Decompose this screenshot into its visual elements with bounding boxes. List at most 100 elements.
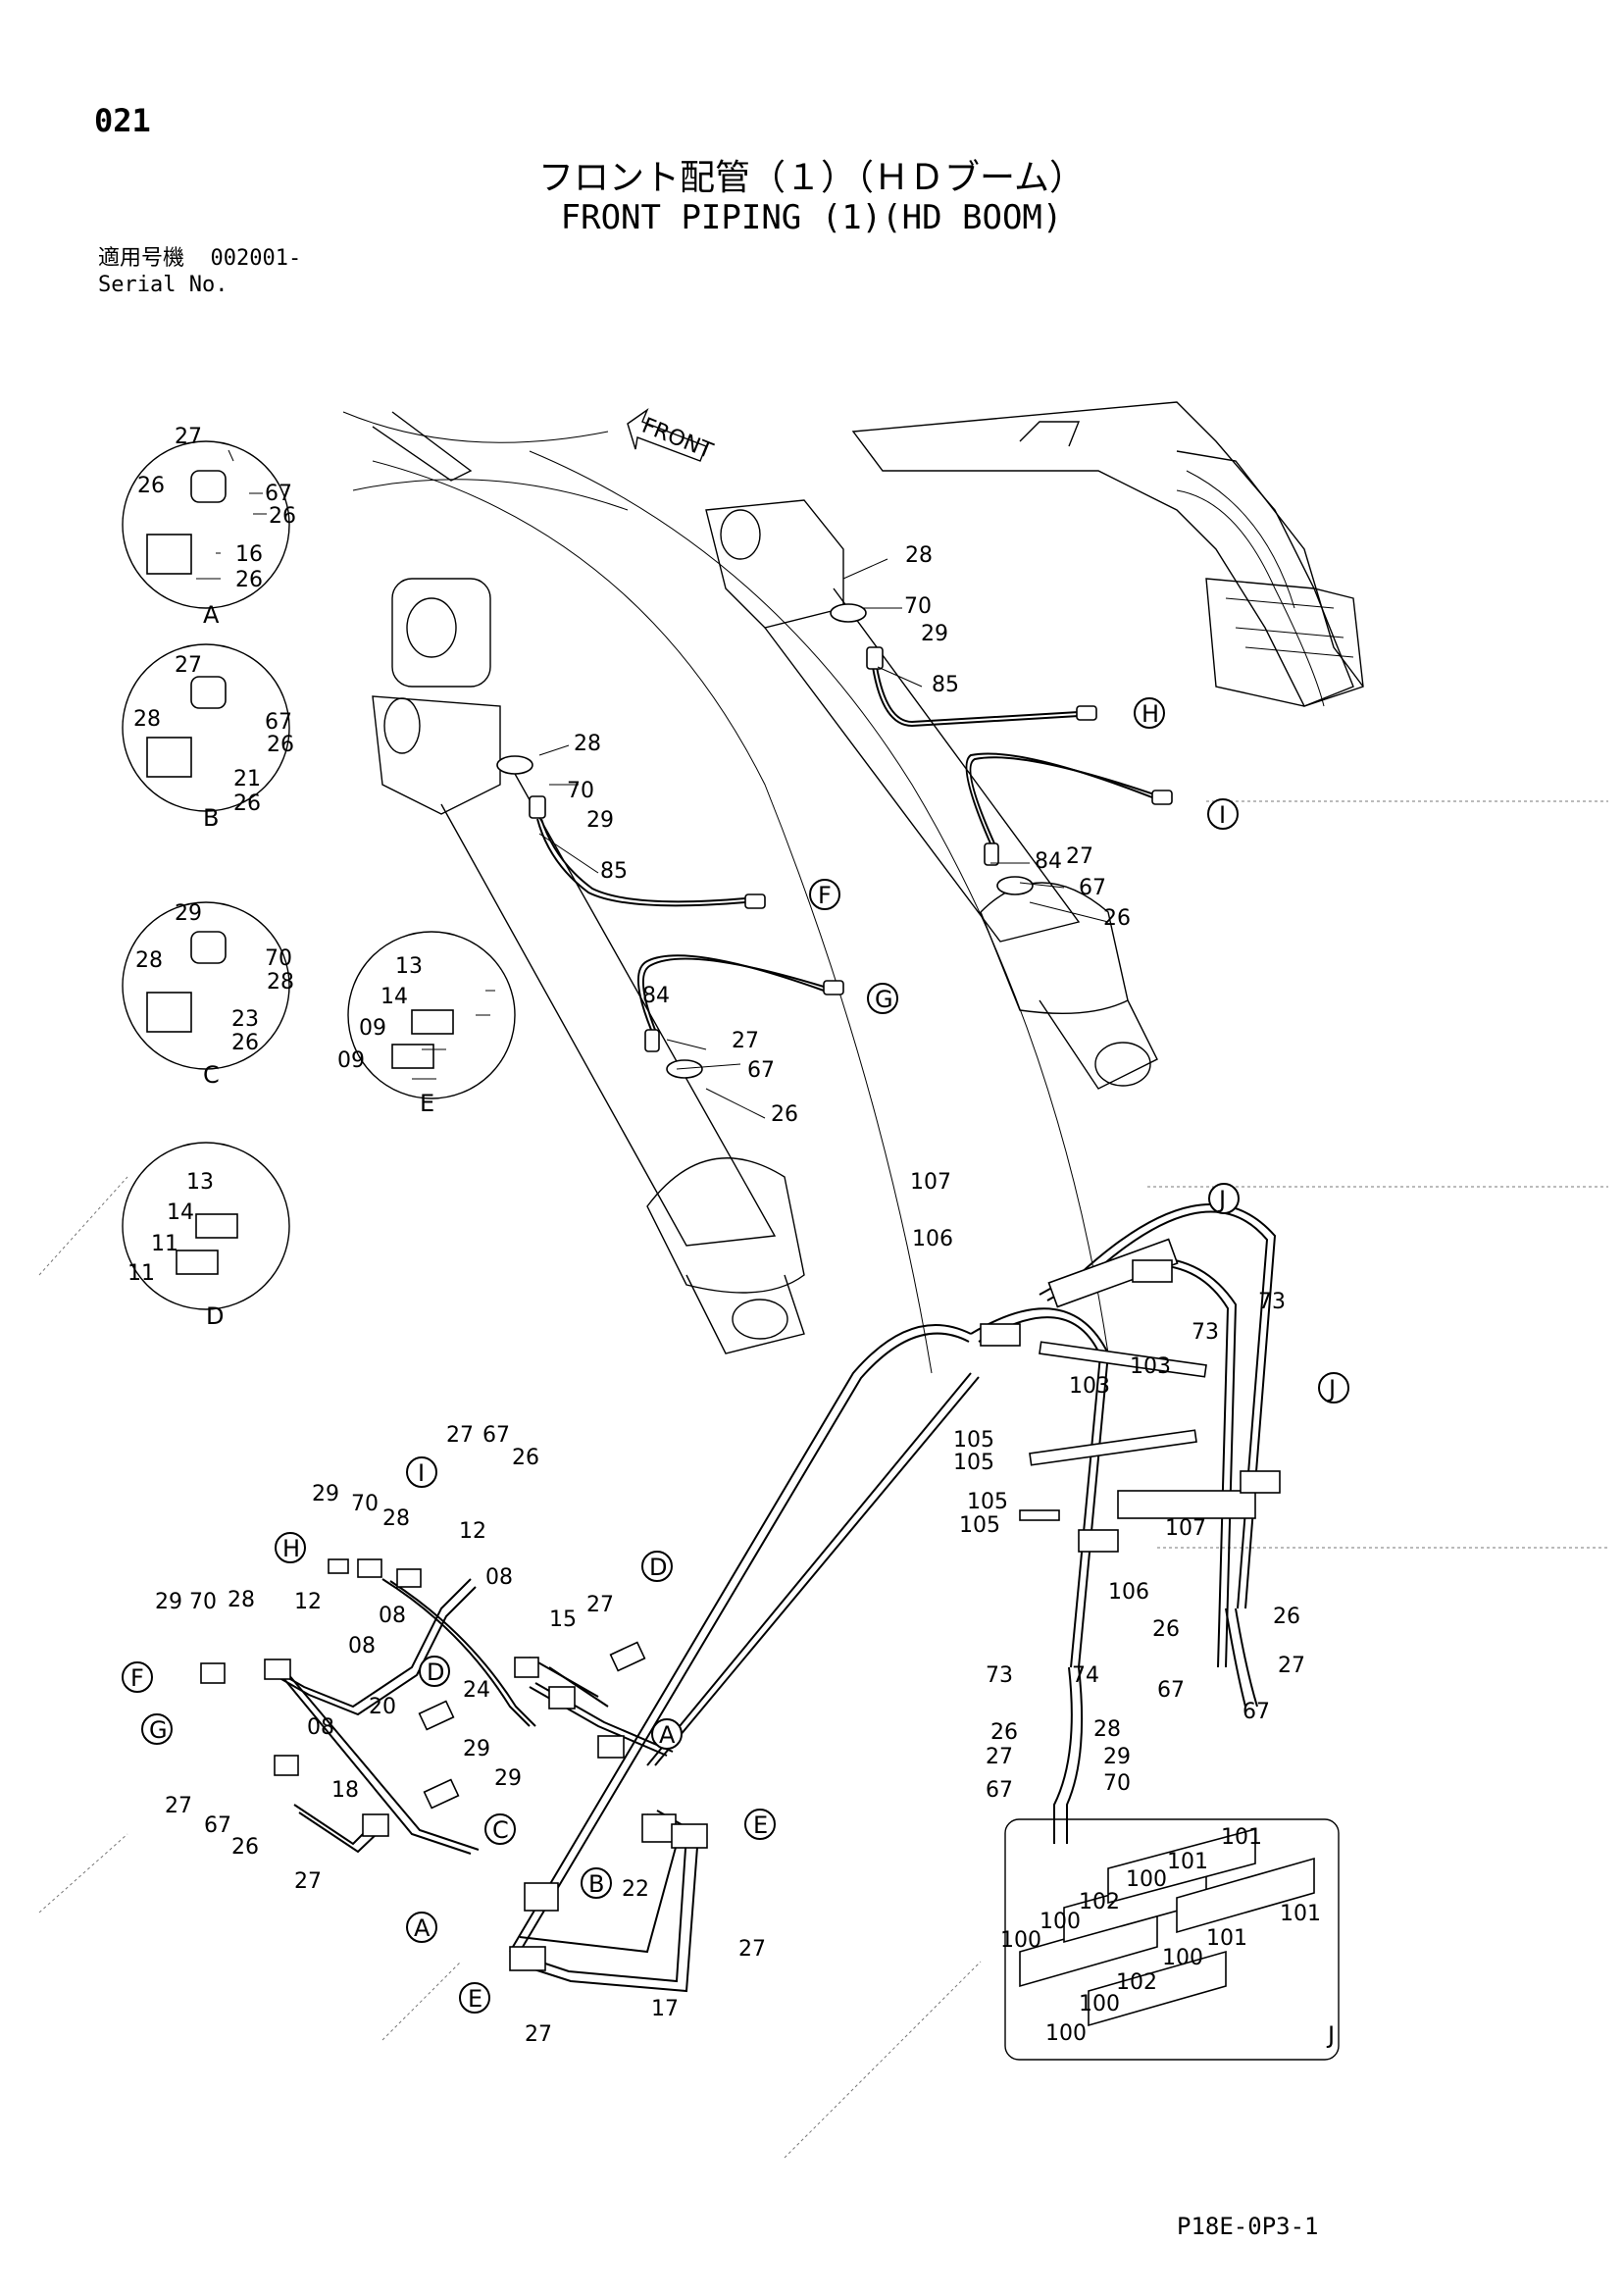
callout-70-f: 70 (189, 1590, 217, 1614)
callout-27-bottom: 27 (525, 2022, 552, 2047)
callout-08-b: 08 (379, 1604, 406, 1628)
detail-view-labels: A B C E D J (203, 601, 1335, 2049)
right-cylinder-hoses (830, 603, 1173, 895)
serial-label-en: Serial No. (98, 273, 228, 297)
front-arrow-label: FRONT (638, 414, 717, 465)
callout-85-right-cyl: 85 (932, 673, 959, 697)
callout-103-right: 103 (1130, 1354, 1171, 1379)
callout-70-left-cyl: 70 (567, 779, 594, 803)
drawing-number: P18E-0P3-1 (1177, 2213, 1319, 2240)
callout-70-lower-clamp: 70 (1103, 1771, 1131, 1796)
marker-j-upper (1208, 1183, 1240, 1214)
marker-a-right (651, 1718, 683, 1750)
callout-a-26-left: 26 (137, 474, 165, 498)
callout-67-left-cyl: 67 (747, 1058, 775, 1083)
callout-08-d: 08 (307, 1715, 334, 1740)
callout-27-right-cyl: 27 (1066, 844, 1093, 869)
callout-26-lower-clamp: 26 (990, 1720, 1018, 1745)
callout-29-f: 29 (155, 1590, 182, 1614)
callout-100-f: 100 (1045, 2021, 1087, 2046)
callout-08-c: 08 (348, 1634, 376, 1658)
callout-b-27: 27 (175, 653, 202, 678)
guide-lines (38, 800, 1608, 2159)
detail-label-a: A (203, 601, 220, 629)
callout-107-upper: 107 (910, 1170, 951, 1195)
callout-28-right-cyl: 28 (905, 543, 933, 568)
marker-h-upper (1134, 697, 1165, 729)
callout-27-lower-clamp: 27 (986, 1745, 1013, 1769)
callout-27-low: 27 (294, 1869, 322, 1894)
detail-view-circles (122, 440, 516, 1310)
callout-b-21: 21 (233, 767, 261, 791)
callout-08-a: 08 (485, 1565, 513, 1590)
callout-27-left-cyl: 27 (732, 1029, 759, 1053)
marker-d-left (419, 1656, 450, 1687)
callout-74: 74 (1072, 1663, 1099, 1688)
callout-70-right-cyl: 70 (904, 594, 932, 619)
marker-c-lower-label: C (492, 1816, 509, 1844)
callout-106-upper: 106 (912, 1227, 953, 1251)
callout-29-left-cyl: 29 (586, 808, 614, 833)
callout-107-lower: 107 (1165, 1516, 1206, 1541)
serial-block: 適用号機 002001- Serial No. (98, 245, 301, 298)
marker-e-left-label: E (468, 1985, 482, 2013)
marker-g-lower (141, 1713, 173, 1745)
right-boom-cylinder (705, 499, 1158, 1090)
marker-g-lower-label: G (149, 1716, 168, 1744)
callout-29-mid-b: 29 (494, 1766, 522, 1791)
detail-label-b: B (203, 804, 219, 832)
detail-label-c: C (203, 1061, 220, 1089)
callout-101-a: 101 (1221, 1825, 1262, 1850)
callout-26-lr-right: 26 (1273, 1605, 1300, 1629)
callout-26-lower-top: 26 (512, 1446, 539, 1470)
callout-18: 18 (331, 1778, 359, 1803)
left-cylinder-hoses (496, 755, 844, 1079)
callout-67-lower-clamp: 67 (986, 1778, 1013, 1803)
marker-b-lower-label: B (588, 1870, 604, 1898)
marker-f-lower (122, 1661, 153, 1693)
callout-28-lower-h: 28 (382, 1506, 410, 1531)
callout-102-a: 102 (1079, 1890, 1120, 1914)
j-clamp-detail (1004, 1818, 1340, 2061)
callout-105-b: 105 (953, 1451, 994, 1475)
detail-label-e: E (420, 1090, 434, 1117)
serial-label-jp: 適用号機 (98, 246, 185, 271)
callout-24: 20 (369, 1695, 396, 1719)
callout-29-mid-a: 29 (463, 1737, 490, 1761)
callout-101-b: 101 (1167, 1850, 1208, 1874)
callout-73-upper: 73 (1258, 1290, 1286, 1314)
callout-e-09-lower: 09 (337, 1048, 365, 1073)
callout-105-d: 105 (959, 1513, 1000, 1538)
marker-d-left-label: D (427, 1658, 444, 1686)
main-piping (509, 1203, 1277, 1953)
serial-value: 002001- (210, 246, 302, 271)
callout-28-lower-clamp: 28 (1093, 1717, 1121, 1742)
callout-73-mid: 73 (1192, 1320, 1219, 1345)
callout-27-g: 27 (165, 1794, 192, 1818)
callout-b-28: 28 (133, 707, 161, 732)
callout-c-23: 23 (231, 1007, 259, 1032)
marker-h-lower-label: H (282, 1535, 300, 1562)
marker-h-upper-label: H (1141, 700, 1159, 728)
marker-j-lower-label: J (1327, 1375, 1336, 1403)
callout-c-28-right: 28 (267, 970, 294, 995)
callout-c-28-left: 28 (135, 948, 163, 973)
marker-f-upper (809, 879, 840, 910)
callout-a-26-mid: 26 (269, 504, 296, 529)
callout-b-26-bottom: 26 (233, 791, 261, 816)
callout-26-right-cyl: 26 (1103, 906, 1131, 931)
callout-105-a: 105 (953, 1428, 994, 1453)
callout-100-b: 100 (1040, 1910, 1081, 1934)
callout-12-lower: 12 (294, 1590, 322, 1614)
callout-103-left: 103 (1069, 1374, 1110, 1399)
callout-67-lr-left: 67 (1157, 1678, 1185, 1703)
callout-100-a: 100 (1126, 1867, 1167, 1892)
callout-28-f: 28 (228, 1588, 255, 1612)
callout-29-lower-h: 29 (312, 1482, 339, 1506)
callout-a-16: 16 (235, 542, 263, 567)
callout-a-67: 67 (265, 482, 292, 506)
callout-27-mid: 27 (586, 1593, 614, 1617)
marker-h-lower (275, 1532, 306, 1563)
callout-26-g: 26 (231, 1835, 259, 1860)
